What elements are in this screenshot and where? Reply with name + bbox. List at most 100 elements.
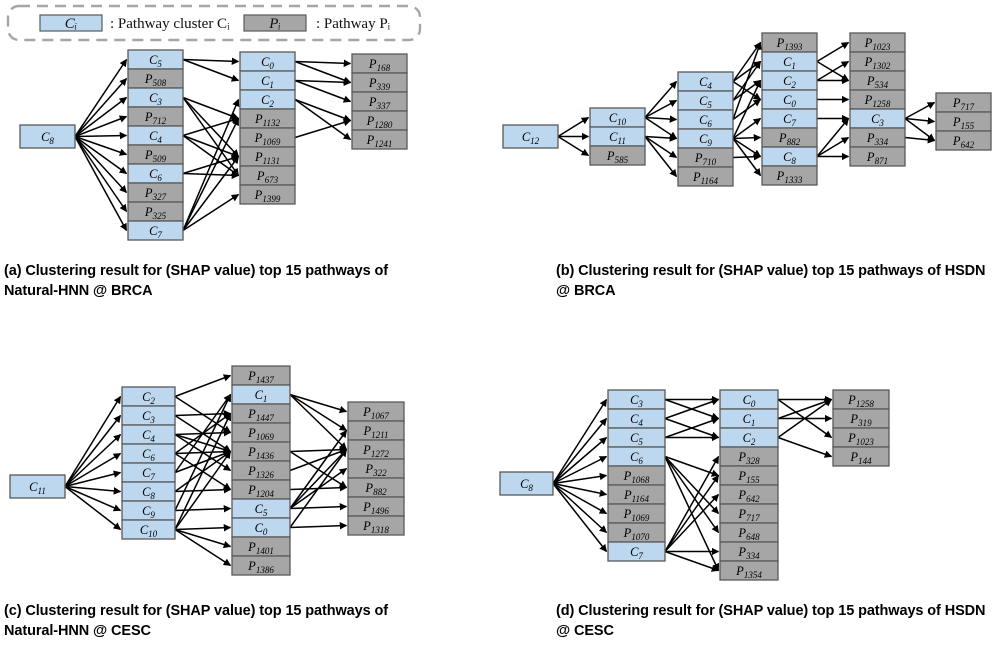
cluster-node-C10[interactable]: C10 [121,519,176,540]
cluster-node-C3[interactable]: C3 [849,108,906,129]
cluster-node-C0[interactable]: C0 [719,389,779,410]
node-box[interactable] [832,446,890,467]
node-box[interactable] [935,130,992,151]
pathway-node-P155[interactable]: P155 [719,465,779,486]
pathway-node-P1241[interactable]: P1241 [351,129,408,150]
node-box[interactable] [121,519,176,540]
pathway-node-P1447[interactable]: P1447 [231,403,291,424]
node-box[interactable] [231,555,291,576]
cluster-node-C5[interactable]: C5 [231,498,291,519]
node-box[interactable] [351,129,408,150]
pathway-node-P1067[interactable]: P1067 [347,401,405,422]
pathway-node-P509[interactable]: P509 [127,144,184,165]
pathway-node-P642[interactable]: P642 [719,484,779,505]
pathway-node-P1496[interactable]: P1496 [347,496,405,517]
pathway-node-P585[interactable]: P585 [589,145,646,166]
pathway-node-P1068[interactable]: P1068 [607,465,666,486]
pathway-node-P1069[interactable]: P1069 [607,503,666,524]
cluster-node-C7[interactable]: C7 [607,541,666,562]
cluster-node-C9[interactable]: C9 [121,500,176,521]
pathway-node-P871[interactable]: P871 [849,146,906,167]
pathway-node-P717[interactable]: P717 [719,503,779,524]
cluster-node-C0[interactable]: C0 [231,517,291,538]
cluster-node-C7[interactable]: C7 [121,462,176,483]
cluster-node-C8[interactable]: C8 [121,481,176,502]
pathway-node-P1399[interactable]: P1399 [239,184,296,205]
pathway-node-P1069[interactable]: P1069 [231,422,291,443]
pathway-node-P712[interactable]: P712 [127,106,184,127]
cluster-node-C7[interactable]: C7 [127,220,184,241]
cluster-node-C8[interactable]: C8 [19,124,76,149]
node-box[interactable] [239,184,296,205]
pathway-node-P534[interactable]: P534 [849,70,906,91]
pathway-node-P717[interactable]: P717 [935,92,992,113]
pathway-node-P1069[interactable]: P1069 [239,127,296,148]
pathway-node-P1401[interactable]: P1401 [231,536,291,557]
pathway-node-P1131[interactable]: P1131 [239,146,296,167]
pathway-node-P334[interactable]: P334 [719,541,779,562]
cluster-node-C8[interactable]: C8 [761,146,818,167]
pathway-node-P325[interactable]: P325 [127,201,184,222]
pathway-node-P155[interactable]: P155 [935,111,992,132]
cluster-node-C2[interactable]: C2 [719,427,779,448]
pathway-node-P1436[interactable]: P1436 [231,441,291,462]
pathway-node-P1070[interactable]: P1070 [607,522,666,543]
cluster-node-C2[interactable]: C2 [121,386,176,407]
cluster-node-C0[interactable]: C0 [239,51,296,72]
node-box[interactable] [677,166,734,187]
node-box[interactable] [499,471,554,496]
cluster-node-C2[interactable]: C2 [761,70,818,91]
cluster-node-C6[interactable]: C6 [677,109,734,130]
pathway-node-P144[interactable]: P144 [832,446,890,467]
cluster-node-C4[interactable]: C4 [121,424,176,445]
pathway-node-P1132[interactable]: P1132 [239,108,296,129]
node-box[interactable] [607,541,666,562]
pathway-node-P328[interactable]: P328 [719,446,779,467]
node-box[interactable] [761,165,818,186]
pathway-node-P1204[interactable]: P1204 [231,479,291,500]
cluster-node-C0[interactable]: C0 [761,89,818,110]
cluster-node-C6[interactable]: C6 [121,443,176,464]
cluster-node-C1[interactable]: C1 [239,70,296,91]
node-box[interactable] [9,474,66,499]
cluster-node-C6[interactable]: C6 [127,163,184,184]
pathway-node-P1023[interactable]: P1023 [849,32,906,53]
pathway-node-P168[interactable]: P168 [351,53,408,74]
pathway-node-P882[interactable]: P882 [347,477,405,498]
pathway-node-P1258[interactable]: P1258 [832,389,890,410]
node-box[interactable] [19,124,76,149]
cluster-node-C9[interactable]: C9 [677,128,734,149]
pathway-node-P1258[interactable]: P1258 [849,89,906,110]
pathway-node-P1211[interactable]: P1211 [347,420,405,441]
pathway-node-P334[interactable]: P334 [849,127,906,148]
pathway-node-P1393[interactable]: P1393 [761,32,818,53]
cluster-node-C1[interactable]: C1 [761,51,818,72]
cluster-node-C6[interactable]: C6 [607,446,666,467]
pathway-node-P508[interactable]: P508 [127,68,184,89]
cluster-node-C1[interactable]: C1 [719,408,779,429]
node-box[interactable] [719,560,779,581]
pathway-node-P319[interactable]: P319 [832,408,890,429]
pathway-node-P710[interactable]: P710 [677,147,734,168]
pathway-node-P1354[interactable]: P1354 [719,560,779,581]
cluster-node-C5[interactable]: C5 [127,49,184,70]
cluster-node-C5[interactable]: C5 [677,90,734,111]
cluster-node-C5[interactable]: C5 [607,427,666,448]
pathway-node-P327[interactable]: P327 [127,182,184,203]
pathway-node-P337[interactable]: P337 [351,91,408,112]
node-box[interactable] [502,124,559,149]
cluster-node-C11[interactable]: C11 [589,126,646,147]
cluster-node-C12[interactable]: C12 [502,124,559,149]
node-box[interactable] [849,146,906,167]
cluster-node-C3[interactable]: C3 [127,87,184,108]
cluster-node-C11[interactable]: C11 [9,474,66,499]
pathway-node-P642[interactable]: P642 [935,130,992,151]
pathway-node-P1023[interactable]: P1023 [832,427,890,448]
pathway-node-P1326[interactable]: P1326 [231,460,291,481]
cluster-node-C4[interactable]: C4 [607,408,666,429]
pathway-node-P1318[interactable]: P1318 [347,515,405,536]
pathway-node-P1386[interactable]: P1386 [231,555,291,576]
node-box[interactable] [347,515,405,536]
pathway-node-P1437[interactable]: P1437 [231,365,291,386]
cluster-node-C4[interactable]: C4 [677,71,734,92]
